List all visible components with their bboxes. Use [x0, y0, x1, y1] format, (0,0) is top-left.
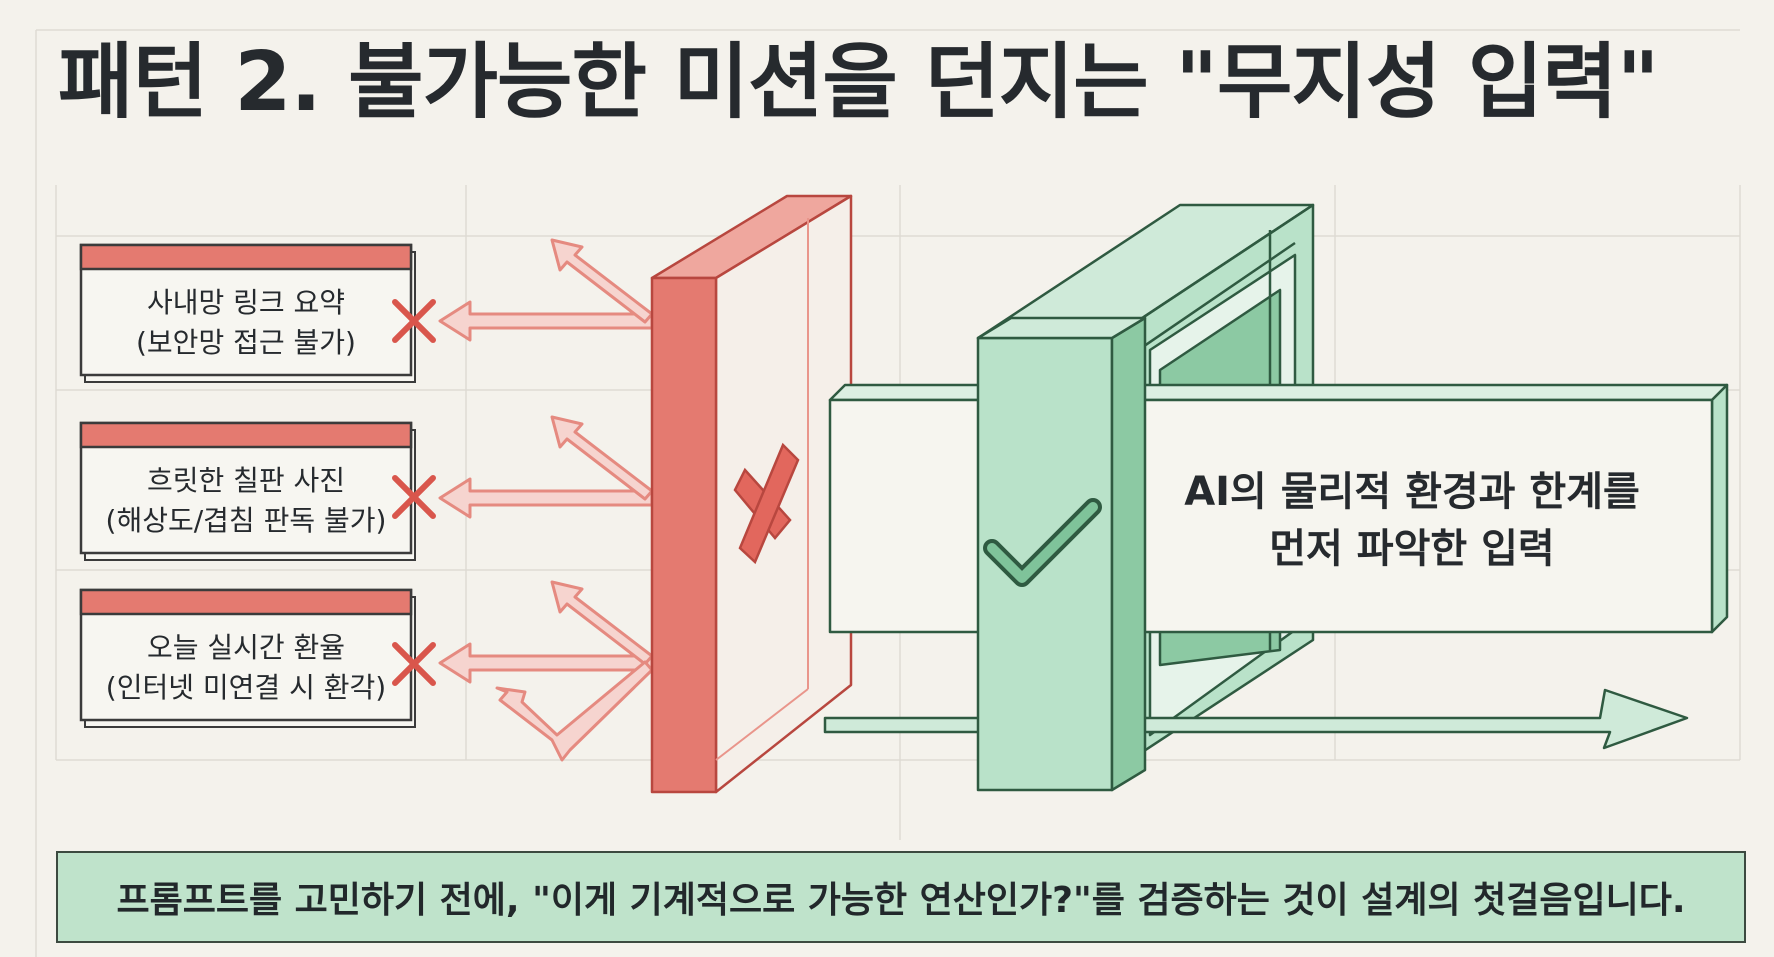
valid-input-label: AI의 물리적 환경과 한계를: [1184, 469, 1640, 515]
x-icon: [392, 299, 436, 343]
card-label: 오늘 실시간 환율: [147, 631, 345, 664]
blocked-input-card: 흐릿한 칠판 사진 (해상도/겹침 판독 불가): [79, 421, 416, 561]
card-reason: (해상도/겹침 판독 불가): [106, 504, 387, 537]
x-icon: [392, 475, 436, 519]
summary-banner: 프롬프트를 고민하기 전에, "이게 기계적으로 가능한 연산인가?"를 검증하…: [56, 851, 1746, 943]
check-icon: [983, 498, 1102, 587]
card-reason: (보안망 접근 불가): [136, 326, 356, 359]
card-reason: (인터넷 미연결 시 환각): [106, 671, 386, 704]
pass-through-arrow: [823, 688, 1689, 750]
card-label: 사내망 링크 요약: [147, 286, 345, 319]
valid-input-label: 먼저 파악한 입력: [1269, 526, 1554, 572]
blocked-input-card: 오늘 실시간 환율 (인터넷 미연결 시 환각): [79, 588, 416, 728]
card-label: 흐릿한 칠판 사진: [147, 464, 345, 497]
x-icon: [733, 442, 800, 565]
summary-text: 프롬프트를 고민하기 전에, "이게 기계적으로 가능한 연산인가?"를 검증하…: [116, 880, 1686, 921]
page-title: 패턴 2. 불가능한 미션을 던지는 "무지성 입력": [58, 35, 1659, 130]
x-icon: [392, 642, 436, 686]
rejected-arrows: [438, 238, 654, 762]
blocked-input-card: 사내망 링크 요약 (보안망 접근 불가): [79, 243, 416, 383]
